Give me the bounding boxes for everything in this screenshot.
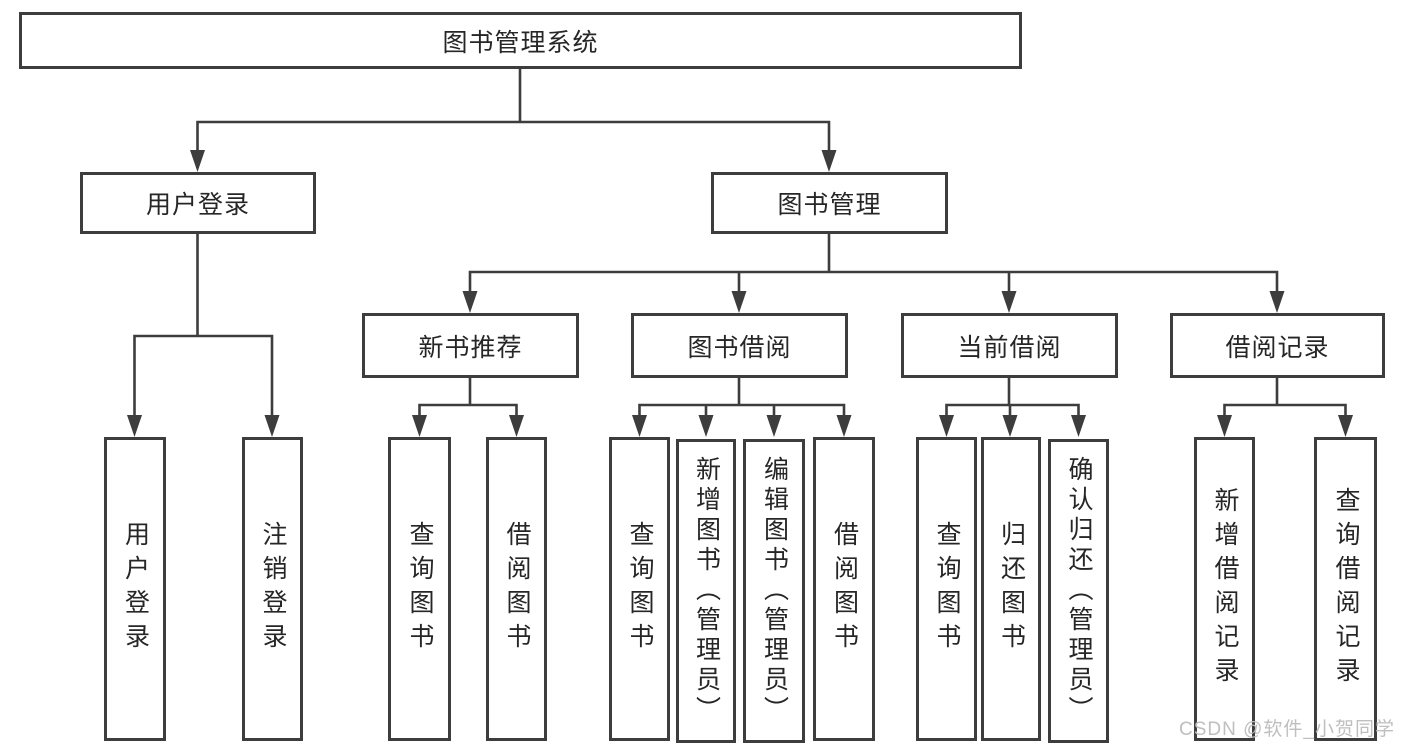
leaf-label: 新增图书（管理员） [692, 456, 721, 726]
arrowhead-down [939, 415, 954, 437]
leaf-logout: 注销登录 [242, 437, 303, 741]
edge-book-borrow-to-children [632, 378, 852, 437]
leaf-label: 查询借阅记录 [1332, 487, 1360, 691]
arrowhead-down [1002, 415, 1018, 437]
arrowhead-down [1338, 415, 1353, 437]
leaf-edit-books-admin: 编辑图书（管理员） [743, 439, 805, 743]
leaf-label: 借阅图书 [503, 521, 531, 657]
leaf-label: 新增借阅记录 [1211, 487, 1239, 691]
arrowhead-down [821, 150, 837, 172]
arrowhead-down [462, 291, 478, 313]
arrowhead-down [731, 291, 747, 313]
node-book-management: 图书管理 [711, 172, 948, 234]
arrowhead-down [1269, 291, 1285, 313]
edge-new-book-to-children [412, 378, 524, 437]
arrowhead-down [698, 415, 714, 437]
leaf-label: 确认归还（管理员） [1065, 456, 1093, 726]
node-book-borrowing: 图书借阅 [631, 313, 848, 378]
leaf-add-books-admin: 新增图书（管理员） [676, 439, 736, 743]
node-current-borrowing: 当前借阅 [901, 313, 1118, 378]
edge-borrow-records-to-children [1217, 378, 1353, 437]
node-new-book-recommend: 新书推荐 [362, 313, 579, 378]
arrowhead-down [1071, 415, 1086, 437]
leaf-label: 查询图书 [933, 521, 961, 657]
node-library-management-system: 图书管理系统 [19, 12, 1022, 69]
leaf-borrow-books-2: 借阅图书 [813, 437, 875, 741]
leaf-borrow-books-1: 借阅图书 [486, 437, 547, 741]
leaf-label: 借阅图书 [830, 521, 859, 657]
leaf-query-books-2: 查询图书 [609, 437, 670, 741]
leaf-query-borrow-record: 查询借阅记录 [1314, 437, 1377, 741]
leaf-label: 归还图书 [997, 521, 1026, 657]
leaf-label: 用户登录 [121, 521, 150, 657]
edge-book-mgmt-to-children [462, 234, 1285, 313]
arrowhead-down [127, 415, 142, 437]
node-user-login: 用户登录 [80, 172, 316, 234]
arrowhead-down [264, 415, 280, 437]
csdn-watermark: CSDN @软件_小贺同学 [1179, 719, 1395, 740]
edge-root-to-children [190, 69, 837, 172]
arrowhead-down [1001, 291, 1017, 313]
leaf-label: 查询图书 [626, 521, 654, 657]
arrowhead-down [1217, 415, 1232, 437]
arrowhead-down [632, 415, 647, 437]
leaf-query-books-3: 查询图书 [916, 437, 977, 741]
arrowhead-down [190, 150, 205, 172]
edge-user-login-to-children [127, 234, 280, 437]
edge-current-borrow-to-children [939, 378, 1086, 437]
node-borrowing-records: 借阅记录 [1170, 313, 1385, 378]
leaf-label: 查询图书 [406, 521, 434, 657]
leaf-return-books: 归还图书 [981, 437, 1041, 741]
arrowhead-down [836, 415, 852, 437]
leaf-add-borrow-record: 新增借阅记录 [1194, 437, 1255, 741]
leaf-confirm-return-admin: 确认归还（管理员） [1048, 439, 1109, 743]
arrowhead-down [766, 415, 782, 437]
leaf-label: 注销登录 [259, 521, 287, 657]
arrowhead-down [509, 415, 524, 437]
leaf-label: 编辑图书（管理员） [760, 456, 789, 726]
leaf-user-login: 用户登录 [104, 437, 166, 741]
leaf-query-books-1: 查询图书 [388, 437, 451, 741]
arrowhead-down [412, 415, 427, 437]
